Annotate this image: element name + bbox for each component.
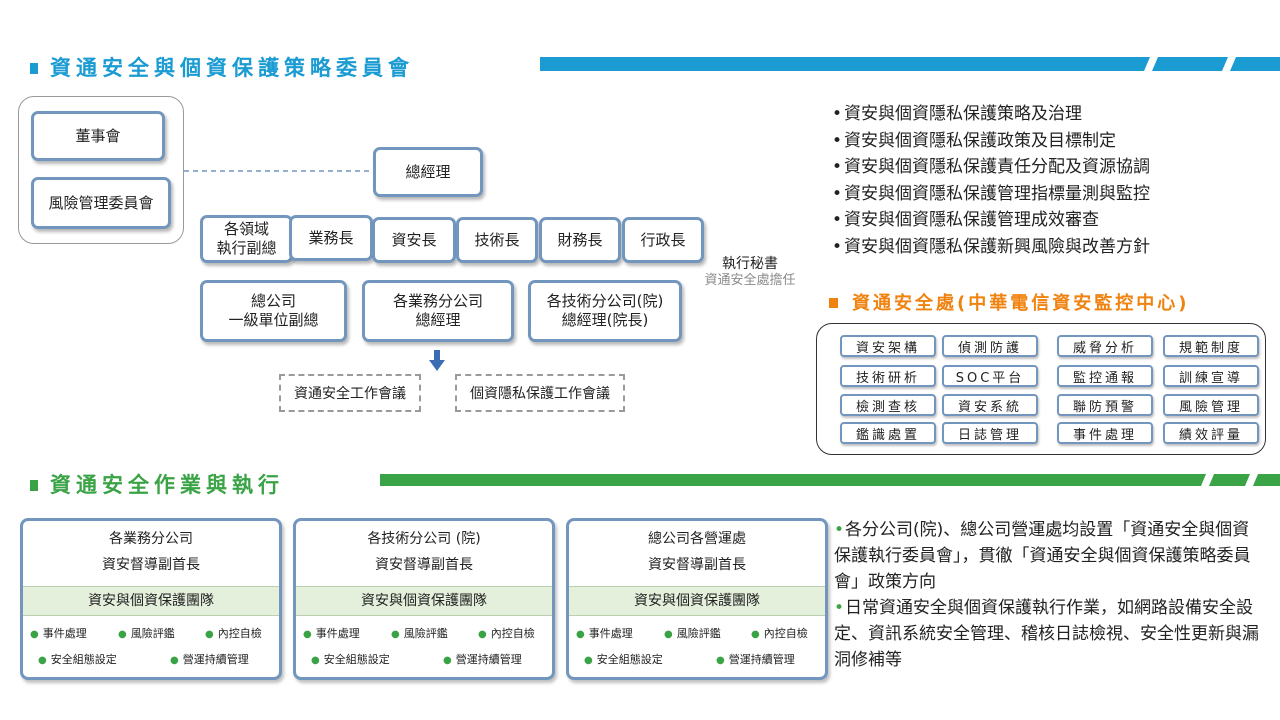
strategy-committee-title: 資通安全與個資保護策略委員會 bbox=[30, 52, 414, 82]
executive-secretary: 執行秘書 資通安全處擔任 bbox=[690, 256, 810, 289]
soc-tag: 鑑識處置 bbox=[840, 422, 936, 444]
board-group-frame bbox=[18, 96, 184, 244]
soc-tag: 技術研析 bbox=[840, 365, 936, 387]
card-team-band: 資安與個資保護團隊 bbox=[296, 586, 552, 616]
duty-item: 內控自檢 bbox=[478, 625, 535, 641]
unit-card-operations: 總公司各營運處 資安督導副首長 資安與個資保護團隊 事件處理 風險評鑑 內控自檢… bbox=[566, 518, 828, 680]
duty-item: 事件處理 bbox=[576, 625, 633, 641]
board-gm-connector bbox=[184, 170, 376, 172]
hq-vp-box: 總公司一級單位副總 bbox=[200, 280, 347, 342]
strategy-bullet: 資安與個資隱私保護管理指標量測與監控 bbox=[832, 181, 1150, 208]
operations-title: 資通安全作業與執行 bbox=[30, 469, 284, 499]
duty-item: 營運持續管理 bbox=[716, 651, 795, 667]
secretary-note: 資通安全處擔任 bbox=[704, 273, 796, 288]
card-duty-list: 事件處理 風險評鑑 內控自檢 安全組態設定 營運持續管理 bbox=[23, 616, 279, 677]
duty-item: 安全組態設定 bbox=[311, 651, 390, 667]
duty-item: 營運持續管理 bbox=[170, 651, 249, 667]
strategy-bullet: 資安與個資隱私保護責任分配及資源協調 bbox=[832, 154, 1150, 181]
square-bullet-icon bbox=[829, 298, 838, 308]
risk-committee-box: 風險管理委員會 bbox=[31, 177, 171, 229]
square-bullet-icon bbox=[30, 63, 38, 74]
officer-box-business: 業務長 bbox=[289, 215, 373, 261]
soc-tag: 監控通報 bbox=[1057, 365, 1153, 387]
operations-notes: 各分公司(院)、總公司營運處均設置「資通安全與個資保護執行委員會」，貫徹「資通安… bbox=[834, 517, 1264, 673]
green-dot-icon bbox=[834, 598, 845, 618]
soc-title: 資通安全處(中華電信資安監控中心) bbox=[829, 289, 1189, 315]
strategy-bullet: 資安與個資隱私保護新興風險與改善方針 bbox=[832, 234, 1150, 261]
soc-tag: 資安系統 bbox=[942, 394, 1038, 416]
duty-item: 風險評鑑 bbox=[664, 625, 721, 641]
green-header-stripe bbox=[380, 474, 1280, 486]
operations-note: 各分公司(院)、總公司營運處均設置「資通安全與個資保護執行委員會」，貫徹「資通安… bbox=[834, 517, 1264, 595]
card-team-band: 資安與個資保護團隊 bbox=[569, 586, 825, 616]
down-arrow-icon bbox=[429, 350, 445, 371]
duty-item: 安全組態設定 bbox=[38, 651, 117, 667]
duty-item: 事件處理 bbox=[30, 625, 87, 641]
square-bullet-icon bbox=[30, 480, 38, 491]
card-header: 各技術分公司 (院) 資安督導副首長 bbox=[367, 531, 481, 573]
duty-item: 風險評鑑 bbox=[391, 625, 448, 641]
card-header: 總公司各營運處 資安督導副首長 bbox=[648, 531, 746, 573]
card-duty-list: 事件處理 風險評鑑 內控自檢 安全組態設定 營運持續管理 bbox=[296, 616, 552, 677]
blue-header-stripe bbox=[540, 57, 1280, 71]
soc-frame bbox=[816, 323, 1266, 455]
soc-tag: 聯防預警 bbox=[1057, 394, 1153, 416]
green-dot-icon bbox=[834, 520, 845, 540]
unit-card-business: 各業務分公司 資安督導副首長 資安與個資保護團隊 事件處理 風險評鑑 內控自檢 … bbox=[20, 518, 282, 680]
officer-box-admin: 行政長 bbox=[622, 217, 704, 263]
soc-tag: 檢測查核 bbox=[840, 394, 936, 416]
security-working-meeting: 資通安全工作會議 bbox=[279, 374, 421, 412]
card-duty-list: 事件處理 風險評鑑 內控自檢 安全組態設定 營運持續管理 bbox=[569, 616, 825, 677]
duty-item: 營運持續管理 bbox=[443, 651, 522, 667]
privacy-working-meeting: 個資隱私保護工作會議 bbox=[455, 374, 625, 412]
duty-item: 事件處理 bbox=[303, 625, 360, 641]
duty-item: 風險評鑑 bbox=[118, 625, 175, 641]
secretary-title: 執行秘書 bbox=[722, 256, 778, 272]
soc-tag: 偵測防護 bbox=[942, 335, 1038, 357]
officer-box-technology: 技術長 bbox=[456, 217, 538, 263]
strategy-bullet: 資安與個資隱私保護策略及治理 bbox=[832, 101, 1150, 128]
soc-tag: SOC平台 bbox=[942, 365, 1038, 387]
strategy-bullet: 資安與個資隱私保護政策及目標制定 bbox=[832, 128, 1150, 155]
strategy-bullet-list: 資安與個資隱私保護策略及治理 資安與個資隱私保護政策及目標制定 資安與個資隱私保… bbox=[832, 101, 1150, 260]
soc-tag: 事件處理 bbox=[1057, 422, 1153, 444]
duty-item: 內控自檢 bbox=[205, 625, 262, 641]
vp-box: 各領域執行副總 bbox=[200, 215, 293, 263]
soc-tag: 訓練宣導 bbox=[1163, 365, 1259, 387]
operations-note: 日常資通安全與個資保護執行作業，如網路設備安全設定、資訊系統安全管理、稽核日誌檢… bbox=[834, 595, 1264, 673]
card-team-band: 資安與個資保護團隊 bbox=[23, 586, 279, 616]
tech-branch-gm-box: 各技術分公司(院)總經理(院長) bbox=[528, 280, 682, 342]
soc-tag: 規範制度 bbox=[1163, 335, 1259, 357]
soc-tag: 績效評量 bbox=[1163, 422, 1259, 444]
soc-tag: 資安架構 bbox=[840, 335, 936, 357]
unit-card-technology: 各技術分公司 (院) 資安督導副首長 資安與個資保護團隊 事件處理 風險評鑑 內… bbox=[293, 518, 555, 680]
duty-item: 安全組態設定 bbox=[584, 651, 663, 667]
business-branch-gm-box: 各業務分公司總經理 bbox=[362, 280, 514, 342]
strategy-bullet: 資安與個資隱私保護管理成效審查 bbox=[832, 207, 1150, 234]
soc-tag: 日誌管理 bbox=[942, 422, 1038, 444]
board-box: 董事會 bbox=[31, 111, 165, 161]
soc-tag: 風險管理 bbox=[1163, 394, 1259, 416]
officer-box-security: 資安長 bbox=[372, 217, 456, 263]
duty-item: 內控自檢 bbox=[751, 625, 808, 641]
officer-box-finance: 財務長 bbox=[539, 217, 621, 263]
gm-box: 總經理 bbox=[373, 147, 483, 197]
soc-tag: 威脅分析 bbox=[1057, 335, 1153, 357]
card-header: 各業務分公司 資安督導副首長 bbox=[102, 531, 200, 573]
